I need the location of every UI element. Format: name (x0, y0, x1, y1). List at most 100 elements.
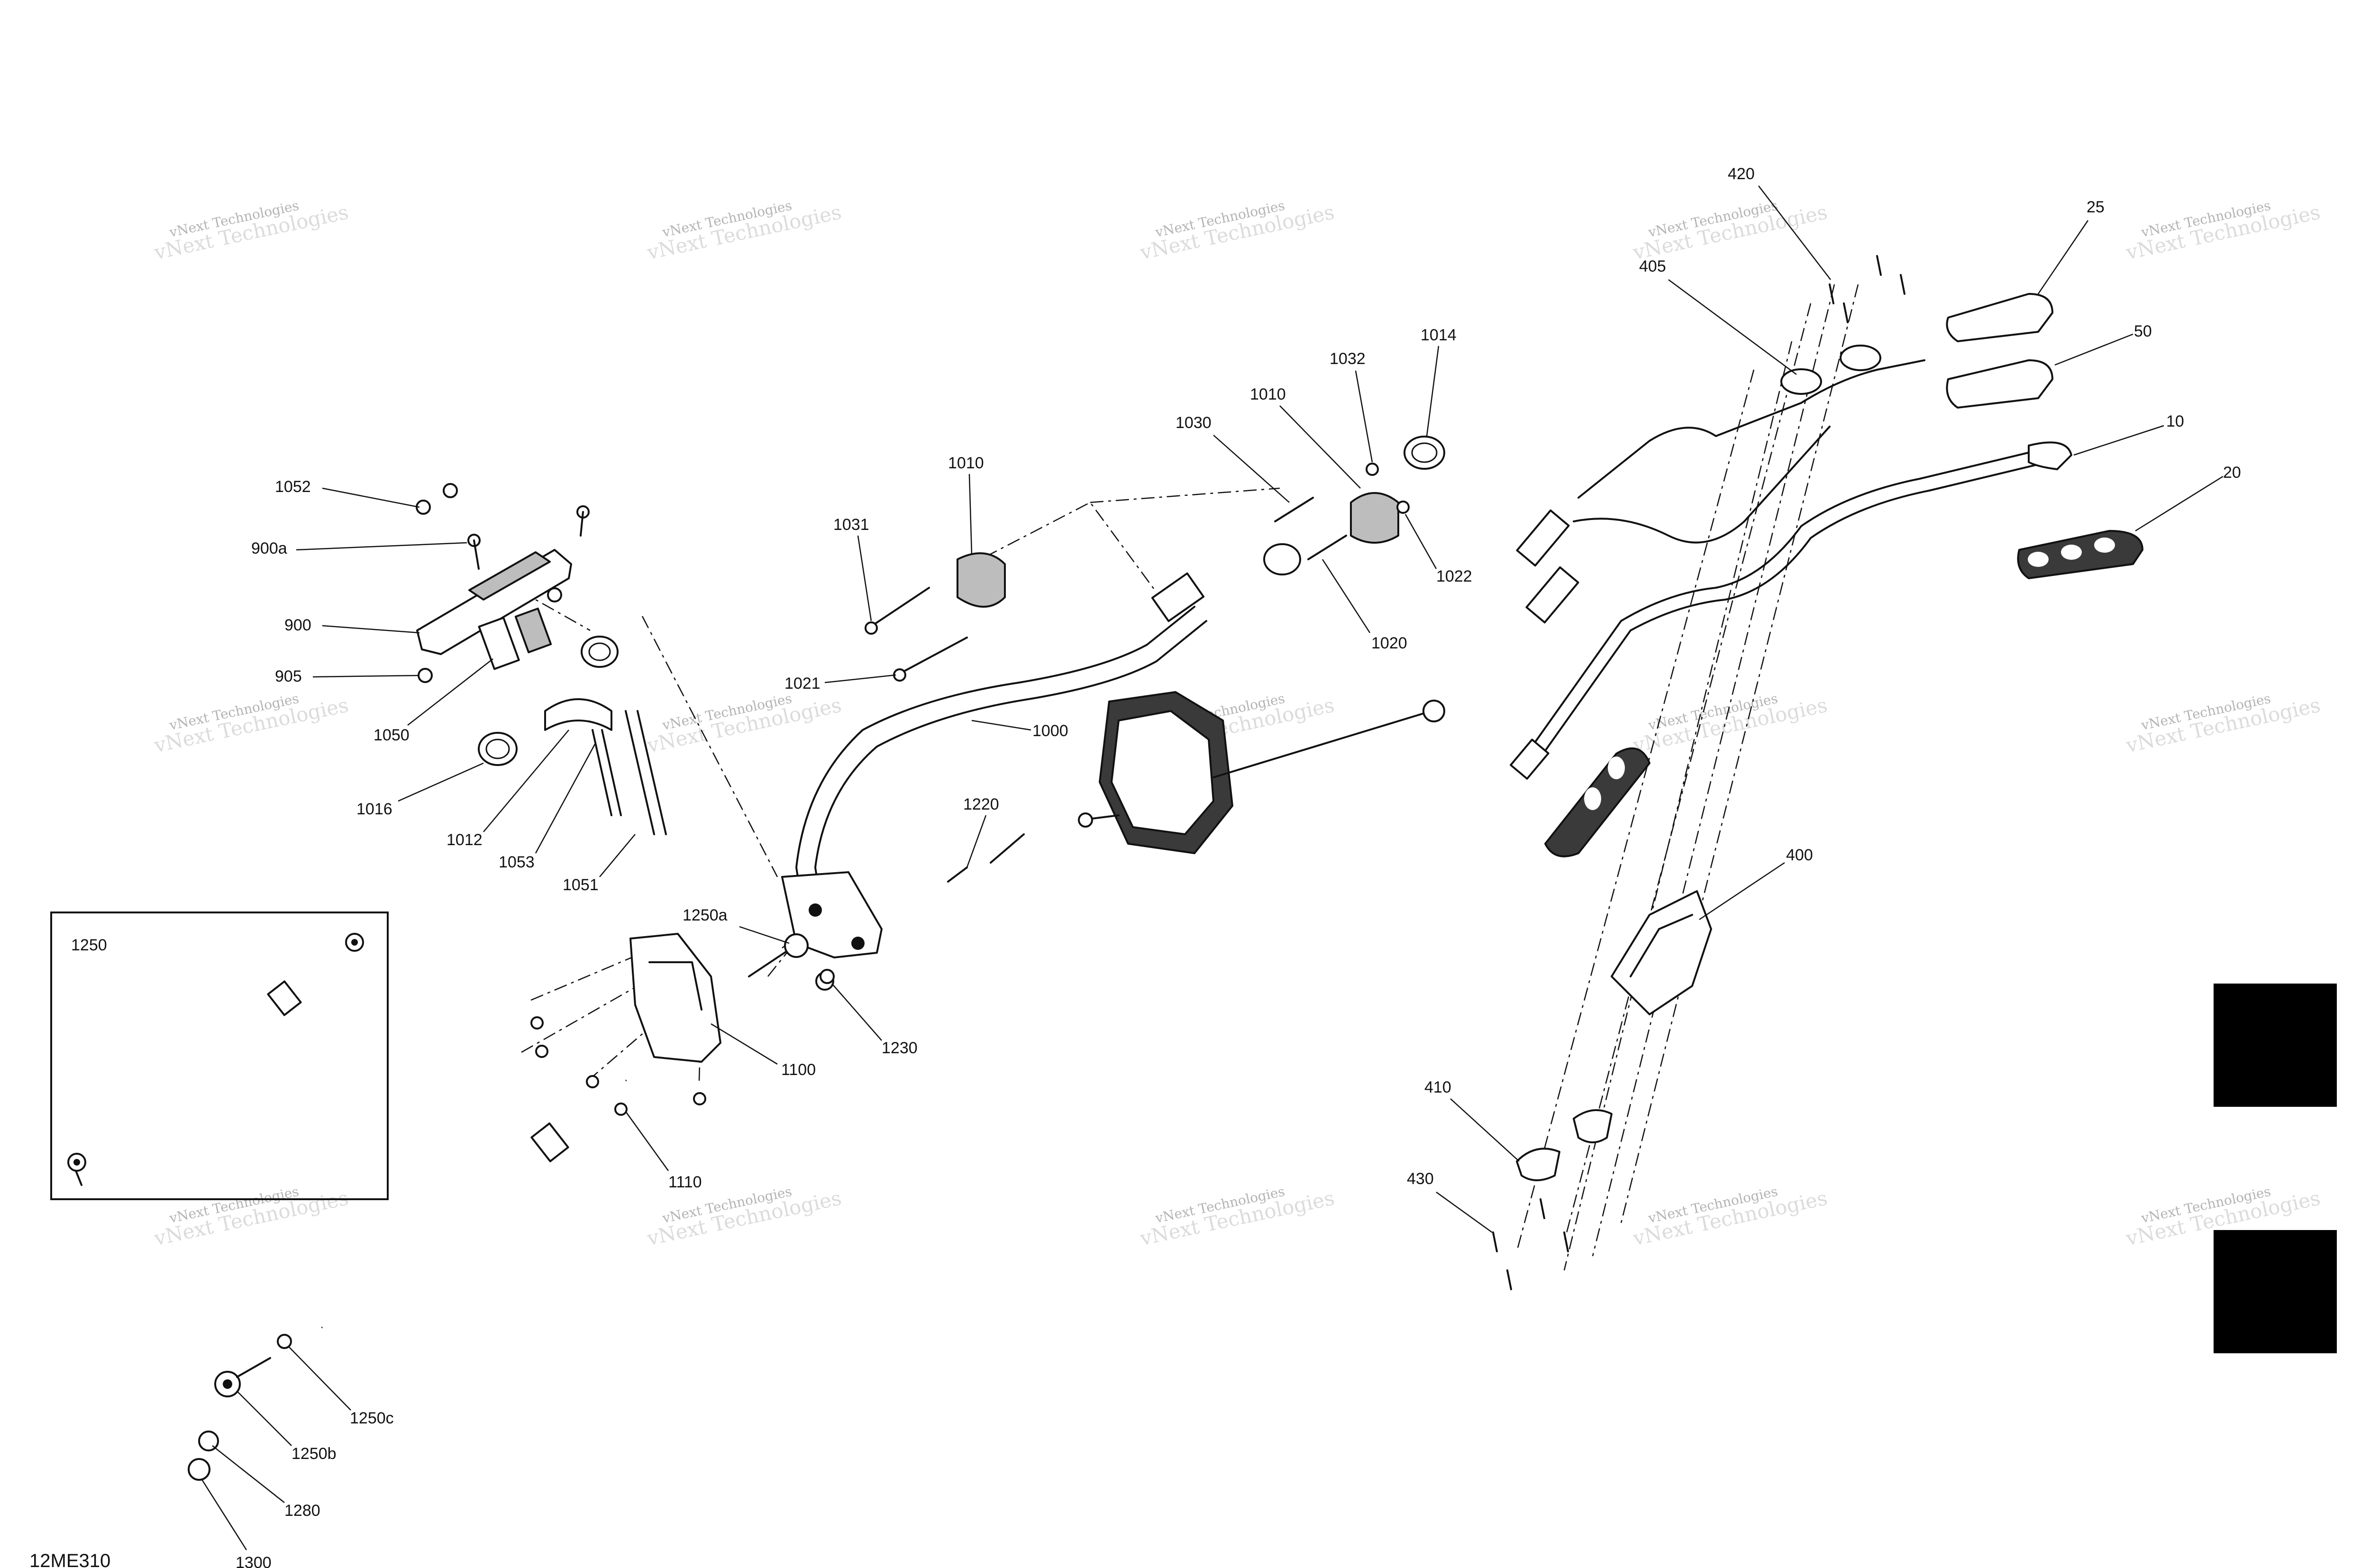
steering-column-riser (781, 572, 1207, 958)
svg-text:1110: 1110 (668, 1173, 702, 1191)
svg-text:420: 420 (1728, 165, 1755, 183)
svg-text:1014: 1014 (1421, 326, 1457, 344)
svg-text:50: 50 (2134, 322, 2152, 340)
svg-text:900: 900 (284, 616, 311, 634)
svg-text:1032: 1032 (1330, 350, 1366, 368)
svg-text:20: 20 (2223, 464, 2241, 482)
callout-1250c: 1250c (288, 1346, 394, 1427)
svg-text:1051: 1051 (563, 876, 599, 894)
svg-text:25: 25 (2087, 198, 2105, 216)
svg-text:905: 905 (275, 667, 302, 685)
callout-900: 900 (284, 616, 420, 634)
callout-430: 430 (1407, 1170, 1493, 1233)
bolts-430 (1492, 1198, 1569, 1290)
watermark-layer: vNext Technologies vNext Technologies vN… (152, 198, 2322, 1250)
svg-text:1030: 1030 (1176, 414, 1212, 432)
callout-50: 50 (2054, 322, 2152, 366)
watermark: vNext Technologies vNext Technologies (152, 691, 350, 757)
svg-text:1280: 1280 (284, 1502, 320, 1520)
heated-grip-left (1544, 747, 1650, 857)
watermark: vNext Technologies vNext Technologies (1138, 1184, 1336, 1250)
lower-clamp-cluster (1263, 436, 1445, 575)
svg-text:1022: 1022 (1436, 567, 1472, 585)
watermark: vNext Technologies vNext Technologies (2124, 691, 2322, 757)
diagram-reference: 12ME310 (29, 1550, 110, 1568)
svg-text:900a: 900a (251, 539, 287, 557)
callout-1014: 1014 (1421, 326, 1457, 437)
callout-1022: 1022 (1404, 514, 1472, 585)
watermark: vNext Technologies vNext Technologies (1138, 198, 1336, 264)
bushing-set (478, 607, 667, 835)
svg-text:1012: 1012 (447, 831, 483, 849)
callout-420: 420 (1728, 165, 1831, 280)
svg-text:1053: 1053 (499, 853, 535, 871)
watermark: vNext Technologies vNext Technologies (1631, 1184, 1829, 1250)
callout-1010-lower: 1010 (1250, 385, 1361, 489)
callout-1031: 1031 (833, 516, 872, 621)
svg-text:1250a: 1250a (683, 906, 728, 924)
tie-rod-inset (67, 933, 364, 1186)
svg-text:1100: 1100 (781, 1061, 816, 1079)
svg-text:1031: 1031 (833, 516, 869, 534)
svg-text:1010: 1010 (948, 454, 984, 472)
clamp-410 (1516, 1109, 1613, 1181)
watermark: vNext Technologies vNext Technologies (1631, 691, 1829, 757)
steering-support-1100 (530, 933, 721, 1116)
callout-1100: 1100 (711, 1023, 816, 1079)
svg-text:1052: 1052 (275, 478, 311, 496)
svg-text:10: 10 (2166, 412, 2184, 430)
callout-1012: 1012 (447, 729, 569, 849)
callout-1230: 1230 (831, 983, 918, 1057)
callout-1300: 1300 (201, 1478, 272, 1568)
watermark: vNext Technologies vNext Technologies (2124, 198, 2322, 264)
svg-text:1250c: 1250c (350, 1409, 394, 1427)
svg-text:400: 400 (1786, 846, 1813, 864)
svg-text:1230: 1230 (882, 1039, 918, 1057)
callout-1030: 1030 (1176, 414, 1290, 503)
bolts-1220 (947, 833, 1025, 883)
watermark: vNext Technologies vNext Technologies (645, 198, 843, 264)
callout-1010-upper: 1010 (948, 454, 984, 555)
callout-1280: 1280 (212, 1445, 320, 1520)
svg-text:1300: 1300 (236, 1554, 272, 1568)
svg-text:1010: 1010 (1250, 385, 1286, 403)
callout-1052: 1052 (275, 478, 420, 508)
callout-1016: 1016 (356, 762, 484, 818)
callout-1050: 1050 (374, 658, 493, 744)
callout-25: 25 (2037, 198, 2105, 294)
svg-text:430: 430 (1407, 1170, 1434, 1188)
svg-text:1021: 1021 (784, 675, 820, 693)
steering-gear-housing (1078, 691, 1445, 854)
svg-text:405: 405 (1639, 257, 1666, 275)
svg-text:1220: 1220 (963, 795, 999, 813)
marker-block-lower (2214, 1230, 2337, 1353)
svg-text:410: 410 (1424, 1078, 1451, 1096)
riser-block-400 (1611, 890, 1712, 1015)
bolts-420 (1829, 255, 1905, 323)
inset-label: 1250 (71, 936, 107, 954)
callout-1020: 1020 (1322, 559, 1407, 652)
callout-1032: 1032 (1330, 350, 1373, 463)
callouts: 1052 900a 900 905 1050 1016 1012 1053 (201, 165, 2241, 1568)
handlebar (1510, 441, 2072, 780)
marker-block-upper (2214, 984, 2337, 1107)
hand-guard-assembly (1516, 345, 1925, 624)
svg-text:1020: 1020 (1371, 634, 1407, 652)
watermark: vNext Technologies vNext Technologies (1631, 198, 1829, 264)
callout-1110: 1110 (625, 1111, 702, 1191)
callout-400: 400 (1699, 846, 1813, 921)
callout-1021: 1021 (784, 674, 896, 693)
upper-clamp-bracket (416, 483, 590, 683)
grip-25 (1946, 293, 2053, 342)
svg-text:1000: 1000 (1032, 722, 1068, 740)
callout-1250a: 1250a (683, 906, 790, 944)
callout-1051: 1051 (563, 834, 636, 894)
callout-905: 905 (275, 667, 420, 685)
svg-text:1016: 1016 (356, 800, 392, 818)
grip-50 (1946, 359, 2053, 409)
callout-10: 10 (2073, 412, 2184, 456)
upper-clamp-1010 (865, 552, 1006, 682)
tie-rod-end-1250a (748, 933, 835, 991)
heated-grip-right (2017, 530, 2143, 579)
